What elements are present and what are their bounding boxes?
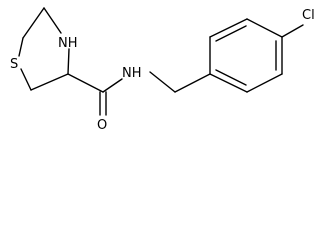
chlorine-atom-label: Cl <box>302 8 315 23</box>
chemical-structure-diagram: S NH O NH Cl <box>10 7 315 133</box>
bond-aryl-3 <box>246 18 283 38</box>
bond-c4-carbonyl <box>67 73 104 93</box>
bond-aryl-inner-3 <box>215 69 247 86</box>
bond-c-c4 <box>30 73 69 91</box>
carbonyl-oxygen-label: O <box>97 118 107 133</box>
bond-aryl-cl <box>281 24 304 38</box>
bond-aryl-5 <box>246 73 283 93</box>
bond-ch2-aryl <box>174 73 211 93</box>
bond-amide-n-ch2 <box>149 71 176 93</box>
bond-s-c <box>20 68 32 91</box>
bond-c4-n <box>67 48 70 75</box>
amide-nitrogen-label: NH <box>122 66 142 81</box>
bond-aryl-2 <box>209 18 248 38</box>
bond-aryl-inner-1 <box>215 25 247 42</box>
bond-carbonyl-amide-n <box>102 78 123 93</box>
bond-n-c <box>43 7 62 34</box>
sulfur-atom-label: S <box>10 57 18 72</box>
bond-c-s <box>18 37 24 57</box>
bond-aryl-6 <box>209 73 248 93</box>
amide-group <box>67 71 176 116</box>
ring-nitrogen-label: NH <box>58 36 78 51</box>
bond-c-c-ring <box>22 7 45 39</box>
chlorophenyl-ring <box>174 18 304 93</box>
thiazolidine-ring <box>18 7 70 91</box>
